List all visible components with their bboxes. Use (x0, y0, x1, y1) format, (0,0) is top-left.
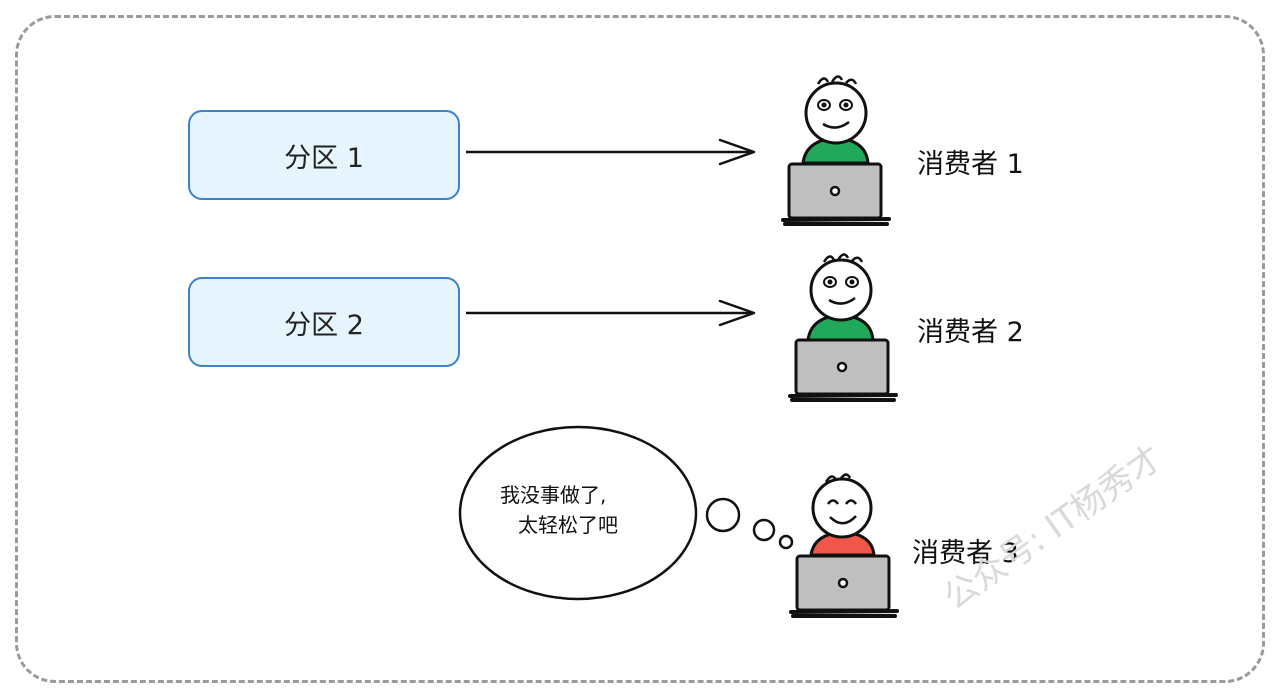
consumer-2-figure (788, 253, 898, 402)
dashed-frame (15, 15, 1265, 683)
arrow-partition2-consumer2 (466, 299, 756, 327)
partition-1-box: 分区 1 (188, 110, 460, 200)
consumer-1-figure (781, 75, 891, 226)
consumer-2-label: 消费者 2 (917, 317, 1024, 348)
partition-2-label: 分区 2 (284, 309, 364, 341)
partition-2-box: 分区 2 (188, 277, 460, 367)
thought-bubble (458, 425, 794, 601)
consumer-1-label: 消费者 1 (917, 149, 1024, 180)
partition-1-label: 分区 1 (284, 142, 364, 174)
thought-line-2: 太轻松了吧 (518, 513, 618, 537)
thought-bubble-text: 我没事做了, 太轻松了吧 (490, 480, 618, 540)
arrow-partition1-consumer1 (466, 138, 756, 166)
consumer-3-figure (789, 473, 899, 618)
thought-line-1: 我没事做了, (500, 483, 607, 507)
consumer-3-label: 消费者 3 (912, 538, 1019, 569)
